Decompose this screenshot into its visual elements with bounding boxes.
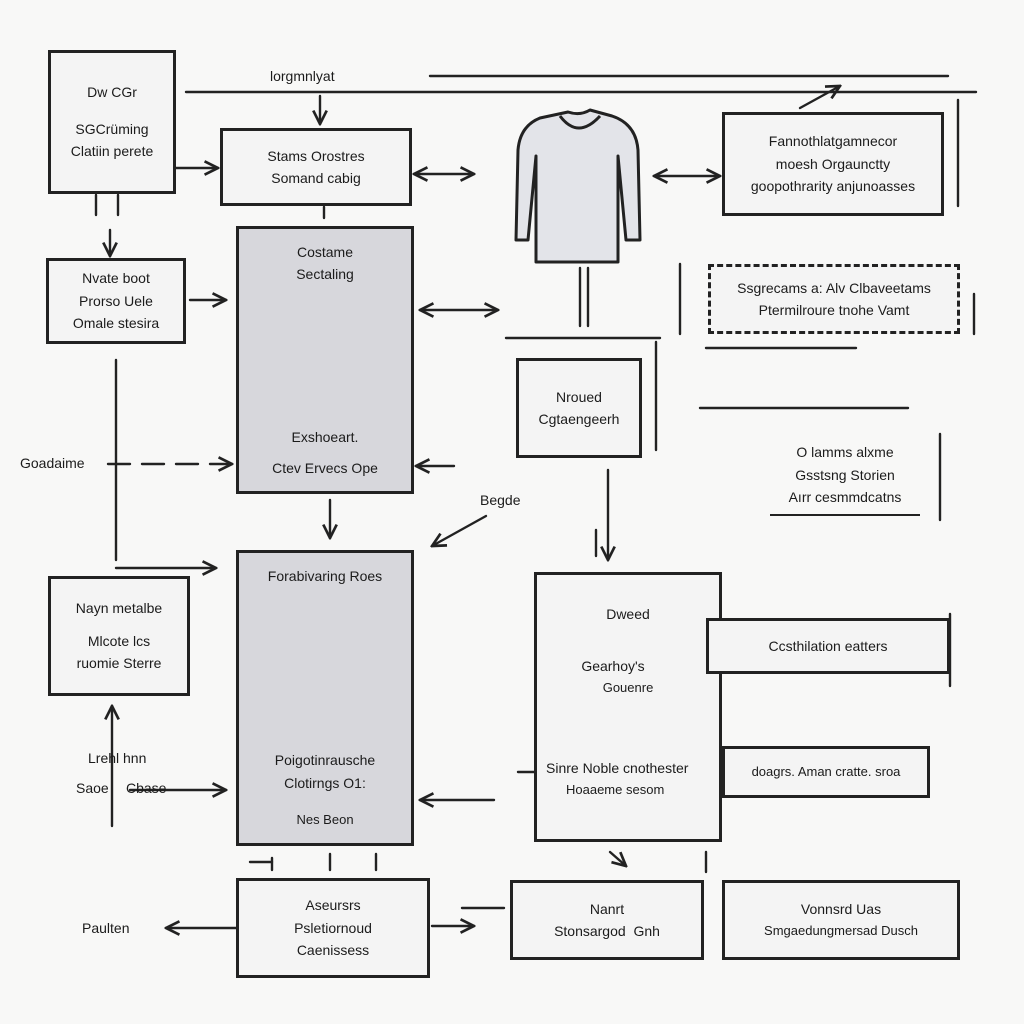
box-text: Clatiin perete <box>70 143 154 160</box>
box-costume-sectaling: Costame Sectaling Exshoeart. Ctev Ervecs… <box>236 226 414 494</box>
box-text: Stams Orostres <box>267 147 365 164</box>
box-text: Gouenre <box>602 679 654 695</box>
box-top-right: Fannothlatgamnecor moesh Orgaunctty goop… <box>722 112 944 216</box>
box-text: Nes Beon <box>296 812 354 828</box>
box-text: Fannothlatgamnecor <box>768 133 898 150</box>
box-text: Nvate boot <box>82 270 150 287</box>
box-text: Prorso Uele <box>79 292 153 309</box>
box-text: Mlcote lcs <box>87 632 151 649</box>
box-sinre-noble: doagrs. Aman cratte. sroa <box>722 746 930 798</box>
label-lrehl: Lrehl hnn <box>88 750 147 766</box>
label-cbase: Cbase <box>126 780 167 796</box>
box-text: Ccsthilation eatters <box>768 637 888 654</box>
box-bottom-right: Vonnsrd Uas Smgaedungmersad Dusch <box>722 880 960 960</box>
box-text: ruomie Sterre <box>76 655 162 672</box>
box-bottom-mid: Nanrt Stonsargod Gnh <box>510 880 704 960</box>
box-text: Clotirngs O1: <box>284 774 366 791</box>
box-text: Ssgrecams a: Alv Clbaveetams <box>737 279 931 296</box>
box-bottom-left: Nayn metalbe Mlcote lcs ruomie Sterre <box>48 576 190 696</box>
box-text: Somand cabig <box>271 170 361 186</box>
box-text: Dw CGr <box>87 84 137 101</box>
box-mid-left: Nvate boot Prorso Uele Omale stesira <box>46 258 186 344</box>
box-text: Omale stesira <box>72 315 160 332</box>
box-text: Caenissess <box>296 942 370 959</box>
box-text: Vonnsrd Uas <box>800 901 882 918</box>
box-dweed: Dweed Gearhoy's Gouenre <box>534 572 722 842</box>
box-top-center: Stams Orostres Somand cabig <box>220 128 412 206</box>
box-text: Aseursrs <box>305 897 361 914</box>
box-text: goopothrarity anjunoasses <box>750 178 916 195</box>
box-forabivaring-roes: Forabivaring Roes Poigotinrausche Clotir… <box>236 550 414 846</box>
long-sleeve-shirt-icon <box>514 108 642 264</box>
box-text: O lamms alxme <box>796 444 894 461</box>
box-text: Poigotinrausche <box>274 752 376 769</box>
box-text: Ctev Ervecs Ope <box>272 459 378 476</box>
box-text: Dweed <box>606 606 650 622</box>
box-text: Cgtaengeerh <box>538 411 620 427</box>
box-text: Aırr cesmmdcatns <box>788 489 902 506</box>
sinre-text-block: Sinre Noble cnothester Hoaaeme sesom <box>546 752 722 806</box>
box-top-left: Dw CGr SGCrüming Clatiin perete <box>48 50 176 194</box>
box-text: Exshoeart. <box>291 429 359 446</box>
box-text: Nanrt <box>589 900 625 917</box>
box-text: Ptermilroure tnohe Vamt <box>758 302 910 318</box>
box-text: Gsstsng Storien <box>795 466 895 483</box>
box-text: moesh Orgaunctty <box>775 155 891 172</box>
box-cestation: Ccsthilation eatters <box>706 618 950 674</box>
box-text: Hoaaeme sesom <box>566 781 665 797</box>
box-text: Stonsargod Gnh <box>554 923 660 939</box>
box-text: Psletiornoud <box>294 919 372 936</box>
box-text: Gearhoy's <box>581 658 645 675</box>
label-goadaime: Goadaime <box>20 455 85 471</box>
box-text: doagrs. Aman cratte. sroa <box>751 763 901 779</box>
box-text: Nroued <box>556 388 602 405</box>
label-paulten: Paulten <box>82 920 130 936</box>
arrow-top-right <box>798 86 840 110</box>
box-text: Nayn metalbe <box>75 600 163 617</box>
label-saoe: Saoe <box>76 780 109 796</box>
label-begde: Begde <box>480 492 521 508</box>
box-text: Smgaedungmersad Dusch <box>764 922 918 938</box>
box-text: Forabivaring Roes <box>267 568 383 584</box>
note-right: O lamms alxme Gsstsng Storien Aırr cesmm… <box>770 436 920 516</box>
box-text: Sectaling <box>296 266 354 283</box>
box-text: Costame <box>296 244 354 260</box>
box-nroued: Nroued Cgtaengeerh <box>516 358 642 458</box>
box-bottom-center: Aseursrs Psletiornoud Caenissess <box>236 878 430 978</box>
box-text: SGCrüming <box>75 120 149 137</box>
box-text: Sinre Noble cnothester <box>546 760 689 777</box>
label-top-line: lorgmnlyat <box>270 68 335 84</box>
box-mid-right: Ssgrecams a: Alv Clbaveetams Ptermilrour… <box>708 264 960 334</box>
